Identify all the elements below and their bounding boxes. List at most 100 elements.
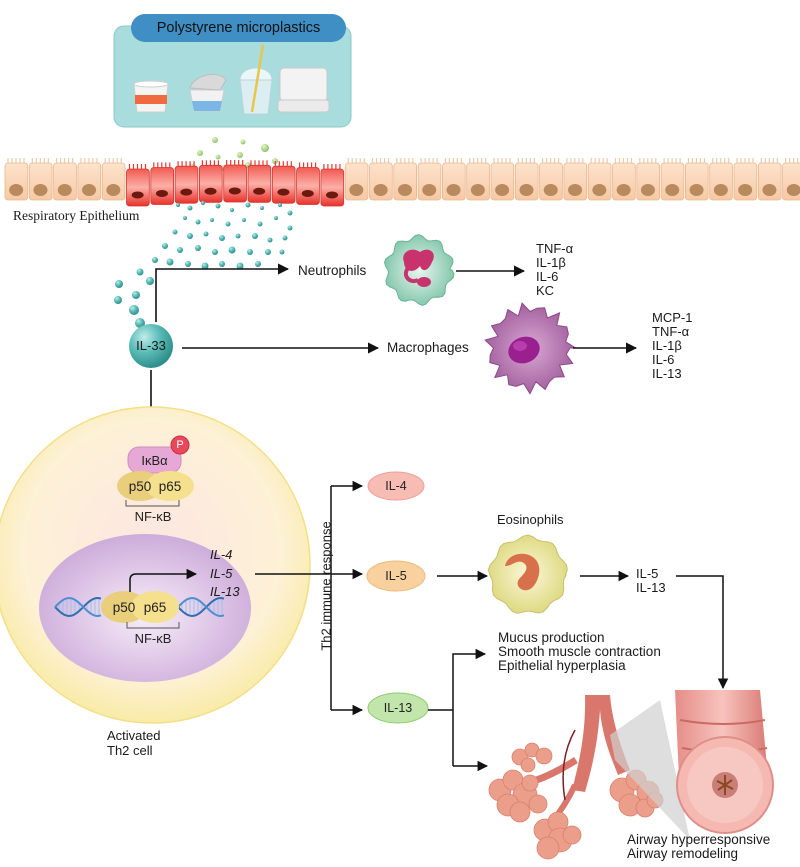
neutrophil-outputs: TNF-α IL-1β IL-6 KC [536, 242, 573, 298]
il33-particle [196, 220, 201, 225]
alveolus [522, 775, 538, 791]
il33-particle [242, 218, 246, 222]
takeout-box-icon [278, 68, 329, 112]
il33-particle [212, 249, 218, 255]
nuclear-nfkb-label: NF-κB [122, 630, 184, 646]
respiratory-epithelium [5, 158, 800, 206]
epithelial-cell [661, 158, 684, 200]
yogurt-cup-icon [190, 74, 226, 111]
eosinophil-output-item: IL-5 [636, 567, 666, 581]
il33-particle [260, 206, 264, 210]
il33-particle [162, 243, 168, 249]
th2-cell-caption: Activated Th2 cell [107, 729, 160, 758]
p65-label: p65 [147, 478, 193, 494]
macrophage-outputs: MCP-1 TNF-α IL-1β IL-6 IL-13 [652, 311, 692, 381]
epithelial-cell [540, 158, 563, 200]
il33-particle [132, 291, 140, 299]
epithelial-cell [467, 158, 490, 200]
neutrophil-cell [385, 235, 454, 306]
epithelial-cell [78, 158, 101, 200]
inflamed-epithelial-cell [272, 161, 295, 203]
outcome-item: Airway hyperresponsive [627, 833, 770, 847]
epithelial-cell [637, 158, 660, 200]
epithelial-cell [5, 158, 28, 200]
alveolus [529, 795, 547, 813]
il33-particle [210, 218, 214, 222]
neutrophils-label: Neutrophils [298, 264, 366, 278]
il33-particle [204, 232, 209, 237]
inflamed-epithelial-cell [248, 160, 271, 202]
il33-particle [258, 222, 263, 227]
nuclear-p65-label: p65 [132, 599, 178, 615]
inflamed-epithelial-cell [224, 160, 247, 202]
il33-particle [185, 261, 191, 267]
epithelial-cell [613, 158, 636, 200]
eosinophils-label: Eosinophils [497, 513, 564, 527]
macrophage-cell [485, 303, 576, 394]
epithelial-cell [515, 158, 538, 200]
macrophage-output-item: IL-1β [652, 339, 692, 353]
il33-particle [201, 201, 205, 205]
epithelial-cell [734, 158, 757, 200]
macrophages-label: Macrophages [387, 341, 469, 355]
il33-particle [283, 236, 288, 241]
effect-item: Epithelial hyperplasia [498, 659, 661, 673]
il33-particle [274, 216, 278, 220]
il33-particle [230, 208, 234, 212]
il4-label: IL-4 [368, 478, 424, 494]
epithelium-label: Respiratory Epithelium [13, 209, 139, 223]
th2-response-label: Th2 immune response [320, 509, 334, 664]
il33-particle [176, 203, 180, 207]
effect-item: Smooth muscle contraction [498, 645, 661, 659]
phospho-label: P [171, 436, 189, 454]
il33-particle [187, 233, 193, 239]
il33-particle [137, 269, 144, 276]
epithelial-cell [442, 158, 465, 200]
il33-particle [229, 247, 236, 254]
macrophage-output-item: IL-6 [652, 353, 692, 367]
il33-particle [280, 250, 285, 255]
il33-particle [255, 261, 261, 267]
il33-particle [268, 238, 273, 243]
inflamed-epithelial-cell [199, 160, 222, 202]
il33-particle [247, 249, 253, 255]
epithelial-cell [54, 158, 77, 200]
epithelial-cell [370, 158, 393, 200]
il33-particle [236, 234, 241, 239]
alveolus [510, 802, 530, 822]
inflamed-epithelial-cell [321, 164, 344, 206]
neutrophil-output-item: IL-1β [536, 256, 573, 270]
alveolus [521, 758, 535, 772]
il33-particle [177, 247, 183, 253]
il13-label: IL-13 [368, 700, 428, 716]
inflamed-epithelial-cell [297, 162, 320, 204]
eosinophil-outputs: IL-5 IL-13 [636, 567, 666, 595]
gene-item: IL-5 [210, 565, 240, 584]
il33-particle [152, 257, 158, 263]
caption-line: Th2 cell [107, 744, 160, 759]
eosinophil-output-item: IL-13 [636, 581, 666, 595]
macrophage-output-item: MCP-1 [652, 311, 692, 325]
source-title: Polystyrene microplastics [131, 14, 346, 42]
inflamed-epithelial-cell [127, 164, 150, 206]
arrow-il33-to-neutrophils [156, 269, 288, 322]
arrow-eosinophil-outputs-to-airway [676, 576, 723, 688]
caption-line: Activated [107, 729, 160, 744]
macrophage-output-item: TNF-α [652, 325, 692, 339]
il33-particle [288, 211, 293, 216]
epithelial-cell [394, 158, 417, 200]
alveolus [536, 748, 552, 764]
il33-particle [183, 216, 187, 220]
il33-particles [114, 201, 293, 328]
epithelial-cell [588, 158, 611, 200]
neutrophil-output-item: IL-6 [536, 270, 573, 284]
cup-icon [134, 81, 168, 112]
il33-particle [146, 277, 154, 285]
il33-particle [216, 204, 221, 209]
il33-particle [115, 280, 123, 288]
il33-particle [278, 203, 282, 207]
epithelial-cell [29, 158, 52, 200]
arrow-il13-to-effects [453, 654, 485, 766]
epithelial-cell [564, 158, 587, 200]
gene-item: IL-4 [210, 546, 240, 565]
